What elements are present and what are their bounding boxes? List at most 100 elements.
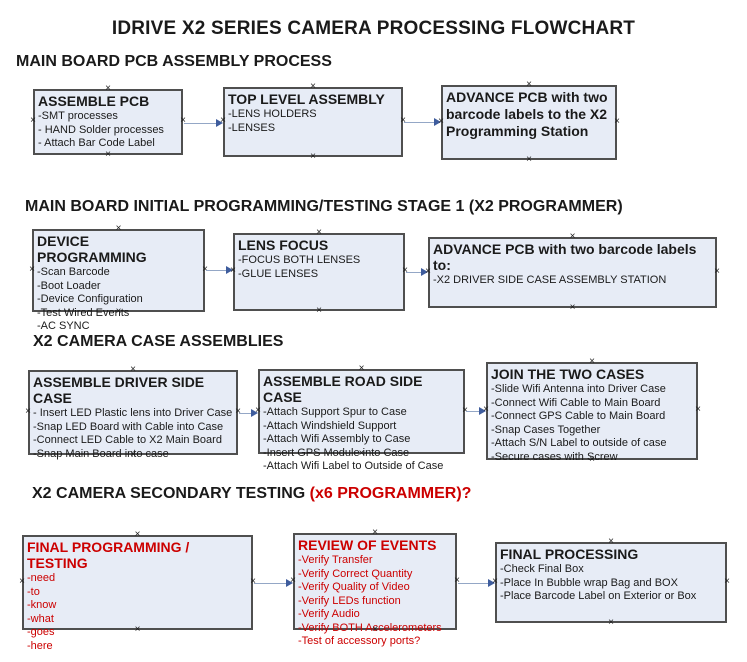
box-item: -LENSES [228,121,276,134]
flow-box-device-programming: DEVICE PROGRAMMING -Scan Barcode -Boot L… [32,229,205,332]
connection-handle-icon [424,268,432,276]
connection-handle-icon [358,450,366,458]
flow-box-advance-pcb-programming-station: ADVANCE PCB with two barcode labels to t… [441,85,617,160]
connection-handle-icon [491,578,499,586]
box-item: -Device Configuration [37,293,143,305]
box-item: -Test Wired Events [37,306,130,319]
box-item: -Scan Barcode [37,266,110,278]
section-heading-secondary-testing: X2 CAMERA SECONDARY TESTING (x6 PROGRAMM… [32,485,471,503]
connection-handle-icon [607,619,615,627]
flow-box-assemble-road-side-case: ASSEMBLE ROAD SIDE CASE -Attach Support … [258,369,465,472]
connector-line [406,272,422,273]
connection-handle-icon [129,366,137,374]
connection-handle-icon [482,406,490,414]
connector-line [184,123,217,124]
box-item: -FOCUS BOTH LENSES [238,254,361,266]
connection-handle-icon [134,531,142,539]
flow-box-join-the-two-cases: JOIN THE TWO CASES -Slide Wifi Antenna i… [486,362,698,463]
flow-arrow [184,119,223,128]
connector-line [404,122,435,123]
connection-handle-icon [309,153,317,161]
box-item: -Verify LEDs function [298,594,401,607]
flow-box-lens-focus: LENS FOCUS -FOCUS BOTH LENSES -GLUE LENS… [233,233,405,311]
section-heading-pcb-assembly: MAIN BOARD PCB ASSEMBLY PROCESS [16,53,332,70]
connection-handle-icon [694,406,702,414]
flow-arrow [458,579,495,588]
connection-handle-icon [588,358,596,366]
connector-line [239,413,252,414]
connection-handle-icon [525,81,533,89]
box-title: FINAL PROGRAMMING / TESTING [27,539,190,571]
box-title: LENS FOCUS [238,237,329,253]
box-item: -Attach Windshield Support [263,419,397,432]
connector-line [466,411,480,412]
box-item: -Attach S/N Label to outside of case [491,437,667,449]
box-item: -Attach Wifi Label to Outside of Case [263,460,444,472]
box-item: -Place Barcode Label on Exterior or Box [500,590,697,602]
flow-box-review-of-events: REVIEW OF EVENTS -Verify Transfer -Verif… [293,533,457,647]
box-title: DEVICE PROGRAMMING [37,233,147,265]
section-heading-black-part: X2 CAMERA SECONDARY TESTING [32,485,310,502]
connection-handle-icon [371,529,379,537]
box-item: -Attach Wifi Assembly to Case [263,433,411,445]
connection-handle-icon [104,85,112,93]
box-item: -Verify Correct Quantity [298,567,413,580]
connection-handle-icon [723,578,731,586]
box-item: -here [27,639,53,652]
section-heading-case-assemblies: X2 CAMERA CASE ASSEMBLIES [33,333,284,350]
connection-handle-icon [115,308,123,316]
connector-line [206,270,227,271]
box-item: -Verify Quality of Video [298,581,410,593]
connection-handle-icon [569,233,577,241]
connector-line [458,583,489,584]
box-item: -SMT processes [38,110,118,122]
box-item: -to [27,585,40,598]
connection-handle-icon [229,267,237,275]
box-item: -Slide Wifi Antenna into Driver Case [491,383,666,395]
box-item: -Connect LED Cable to X2 Main Board [33,434,222,446]
connection-handle-icon [309,83,317,91]
flow-box-assemble-driver-side-case: ASSEMBLE DRIVER SIDE CASE - Insert LED P… [28,370,238,460]
box-item: -LENS HOLDERS [228,108,317,120]
box-title: TOP LEVEL ASSEMBLY [228,91,385,107]
box-title: REVIEW OF EVENTS [298,537,437,553]
box-item: -Snap Cases Together [491,423,601,436]
flow-arrow [254,579,293,588]
connection-handle-icon [289,577,297,585]
box-item: -Connect GPS Cable to Main Board [491,410,666,422]
box-item: -Boot Loader [37,279,101,292]
box-item: -Place In Bubble wrap Bag and BOX [500,576,678,589]
box-item: -Verify BOTH Accelerometers [298,621,442,634]
page-title: IDRIVE X2 SERIES CAMERA PROCESSING FLOWC… [111,18,636,39]
connection-handle-icon [129,451,137,459]
box-item: -know [27,599,57,611]
connection-handle-icon [588,456,596,464]
connection-handle-icon [371,626,379,634]
box-item: -GLUE LENSES [238,267,319,280]
box-item: -Verify Audio [298,608,360,620]
connection-handle-icon [104,151,112,159]
connection-handle-icon [18,578,26,586]
box-item: -Attach Support Spur to Case [263,406,407,418]
box-item: -need [27,572,56,584]
connection-handle-icon [134,626,142,634]
connection-handle-icon [569,304,577,312]
connection-handle-icon [525,156,533,164]
flow-arrow [404,118,441,127]
connection-handle-icon [713,268,721,276]
box-item: -Verify Transfer [298,554,373,566]
connection-handle-icon [24,408,32,416]
box-title: ASSEMBLE PCB [38,93,150,109]
box-item: - HAND Solder processes [38,123,164,136]
box-item: -Insert GPS Module into Case [263,446,410,459]
box-title: FINAL PROCESSING [500,546,639,562]
connection-handle-icon [315,307,323,315]
connection-handle-icon [29,117,37,125]
flow-box-advance-pcb-driver-side-station: ADVANCE PCB with two barcode labels to: … [428,237,717,308]
connection-handle-icon [613,118,621,126]
box-item: -what [27,612,54,625]
connection-handle-icon [358,365,366,373]
box-item: -AC SYNC [37,320,90,332]
connection-handle-icon [254,407,262,415]
